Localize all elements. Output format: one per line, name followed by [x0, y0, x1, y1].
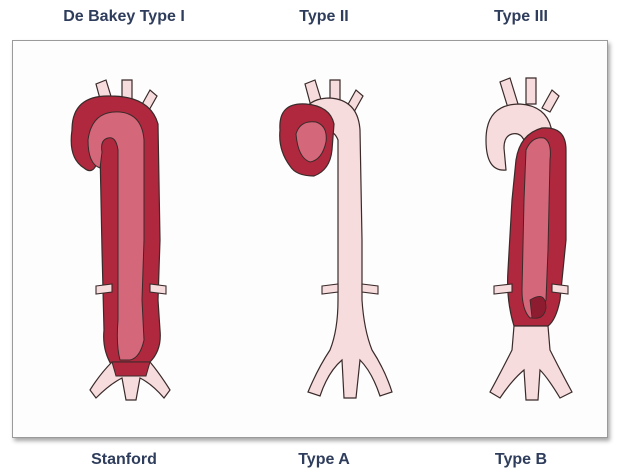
label-stanford: Stanford [39, 451, 209, 469]
label-type-b: Type B [436, 451, 606, 469]
label-type-a: Type A [239, 451, 409, 469]
aorta-type-ii [280, 80, 392, 398]
aorta-type-i [71, 80, 170, 400]
aorta-type-iii [486, 78, 572, 400]
